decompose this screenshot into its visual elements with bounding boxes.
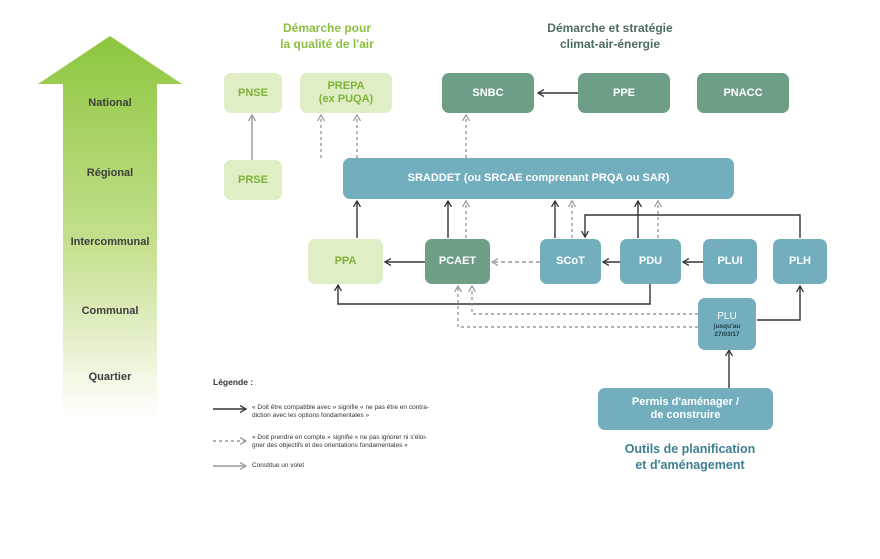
legend-item-component: Constitue un volet [252,462,305,469]
legend-item-take-into-account: « Doit prendre en compte » signifie « ne… [252,434,428,449]
heading-air-quality: Démarche pour la qualité de l'air [280,21,374,51]
box-prepa: PREPA (ex PUQA) [300,73,392,113]
box-prse: PRSE [224,160,282,200]
heading-tools: Outils de planification et d'aménagement [624,442,756,472]
box-pnacc: PNACC [697,73,789,113]
legend-item-compatible: « Doit être compatible avec » signifie «… [252,404,430,419]
box-snbc: SNBC [442,73,534,113]
level-intercommunal: Intercommunal [70,236,150,248]
level-national: National [88,97,132,109]
box-pdu: PDU [620,239,681,284]
box-permis: Permis d'aménager / de construire [598,388,773,430]
level-quartier: Quartier [88,371,132,383]
box-scot: SCoT [540,239,601,284]
box-pnse: PNSE [224,73,282,113]
box-sraddet: SRADDET (ou SRCAE comprenant PRQA ou SAR… [343,158,734,199]
box-plu: PLU jusqu'au 27/03/17 [698,298,756,350]
box-ppe: PPE [578,73,670,113]
box-pcaet: PCAET [425,239,490,284]
legend-title: Légende : [213,377,254,387]
level-communal: Communal [81,305,139,317]
level-regional: Régional [86,167,134,179]
box-ppa: PPA [308,239,383,284]
box-plh: PLH [773,239,827,284]
box-plui: PLUI [703,239,757,284]
heading-climate: Démarche et stratégie climat-air-énergie [547,21,673,51]
plu-subtitle: jusqu'au 27/03/17 [713,322,741,338]
plu-title: PLU [717,310,737,322]
